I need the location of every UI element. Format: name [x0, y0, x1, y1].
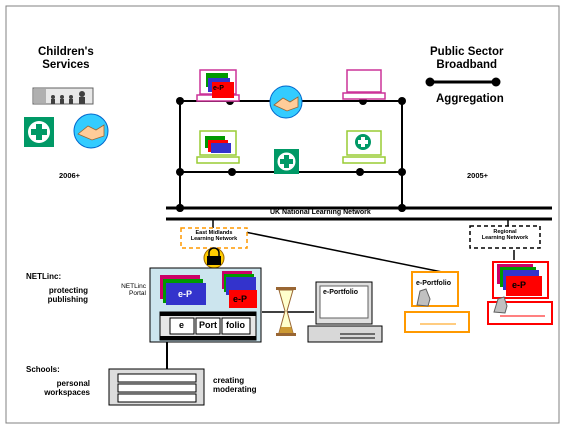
slide-frame	[5, 5, 560, 424]
schools-title: Schools:	[26, 365, 60, 374]
east-midlands-label: East Midlands Learning Network	[190, 230, 238, 243]
film-folio-label: folio	[226, 320, 245, 330]
hourglass-icon	[276, 287, 296, 336]
computer-magenta-left	[196, 69, 240, 102]
eportfolio-center-label: e-Portfolio	[323, 289, 358, 296]
handshake-icon	[73, 113, 109, 149]
computer-orange-eportfolio	[404, 271, 470, 333]
netlinc-portal-box	[149, 267, 262, 343]
netlinc-portal-label: NETLinc Portal	[121, 283, 146, 298]
aggregation-label: Aggregation	[436, 93, 504, 105]
lock-icon	[203, 247, 225, 269]
ep-badge-top-left: e-P	[213, 85, 224, 92]
uk-network-backbone	[166, 204, 552, 221]
film-e-label: e	[179, 320, 185, 330]
regional-box	[469, 225, 541, 249]
netlinc-desc: protecting publishing	[47, 286, 88, 305]
health-cross-center-icon	[274, 149, 299, 174]
regional-label: Regional Learning Network	[481, 229, 529, 242]
computer-green-right	[342, 130, 386, 164]
computer-green-left	[196, 130, 240, 164]
computer-red-regional	[487, 261, 553, 325]
computer-magenta-right	[342, 69, 386, 100]
handshake-center-icon	[269, 85, 303, 119]
year-right-label: 2005+	[467, 171, 489, 180]
netlinc-title: NETLinc:	[26, 272, 62, 281]
creating-moderating-label: creating moderating	[213, 376, 257, 395]
health-cross-icon	[24, 117, 54, 147]
broadband-title: Public Sector Broadband	[430, 46, 504, 72]
classroom-icon	[32, 87, 94, 105]
childrens-services-title: Children's Services	[38, 46, 94, 72]
ep-badge-portal-left: e-P	[178, 289, 193, 299]
film-port-label: Port	[199, 320, 217, 330]
year-left-label: 2006+	[59, 171, 81, 180]
eportfolio-orange-label: e-Portfolio	[416, 280, 451, 287]
schools-workspace-strip	[108, 368, 205, 406]
ep-badge-regional: e-P	[512, 280, 527, 290]
uk-network-label: UK National Learning Network	[270, 209, 371, 216]
schools-desc: personal workspaces	[44, 379, 90, 398]
computer-gray-center	[307, 281, 383, 343]
legend-line	[425, 77, 501, 87]
ep-badge-portal-right: e-P	[233, 294, 248, 304]
